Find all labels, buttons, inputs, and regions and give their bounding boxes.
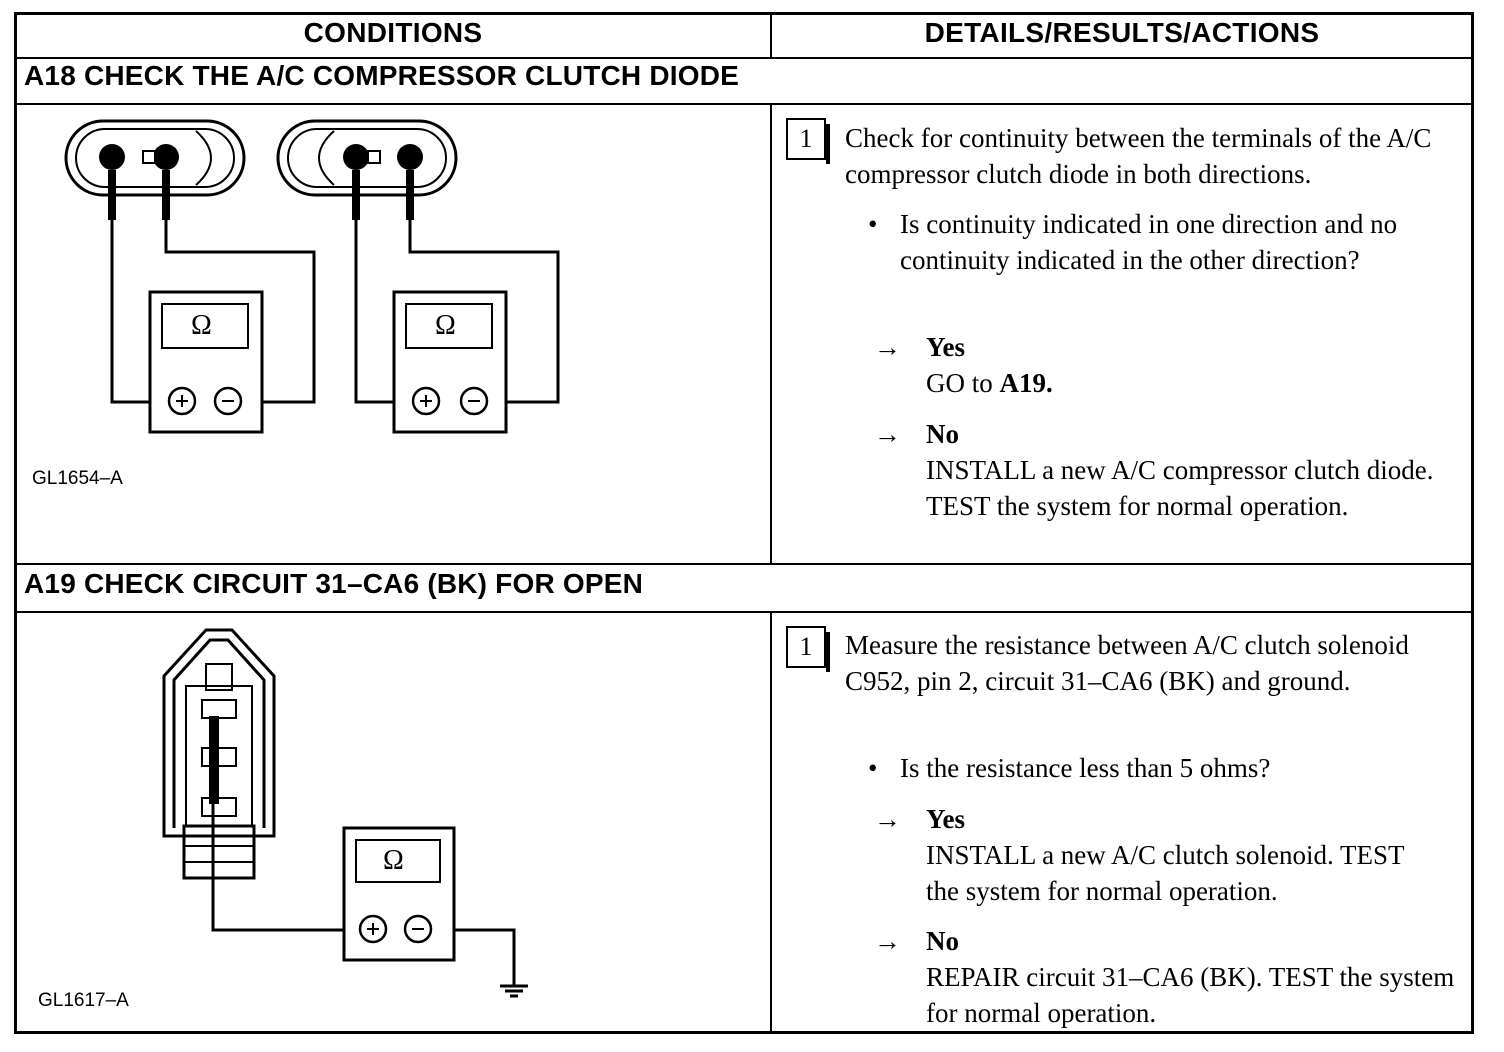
left-diode-connector-icon: [64, 119, 246, 197]
right-arrow-icon: →: [874, 332, 901, 362]
a18-no-action: INSTALL a new A/C compressor clutch diod…: [926, 455, 1434, 521]
a19-question: Is the resistance less than 5 ohms?: [900, 753, 1271, 783]
a19-yes-action: INSTALL a new A/C clutch solenoid. TEST …: [926, 840, 1405, 906]
table-frame: [14, 12, 1474, 1034]
a19-figure-caption: GL1617–A: [38, 990, 129, 1011]
right-ohmmeter-icon: [392, 290, 508, 434]
right-arrow-icon: →: [874, 804, 901, 834]
a18-title-divider: [14, 103, 1474, 105]
a19-ohm-symbol: Ω: [383, 845, 404, 876]
left-terminal-1-icon: [99, 144, 125, 170]
details-header: DETAILS/RESULTS/ACTIONS: [924, 17, 1320, 48]
a19-yes-label: Yes: [926, 804, 965, 834]
a19-column-divider: [770, 611, 772, 1034]
a18-step-number: 1: [786, 118, 830, 164]
a18-bottom-divider: [14, 563, 1474, 565]
right-diode-connector-icon: [276, 119, 458, 197]
a19-instruction: Measure the resistance between A/C clutc…: [845, 630, 1409, 696]
header-divider: [14, 57, 1474, 59]
ground-icon: [500, 984, 528, 998]
a18-yes-action: GO to A19.: [926, 365, 1053, 401]
left-ohmmeter-icon: [148, 290, 264, 434]
right-arrow-icon: →: [874, 419, 901, 449]
a18-section-title: A18 CHECK THE A/C COMPRESSOR CLUTCH DIOD…: [24, 60, 739, 91]
a19-section-title: A19 CHECK CIRCUIT 31–CA6 (BK) FOR OPEN: [24, 568, 644, 599]
right-terminal-2-icon: [397, 144, 423, 170]
a18-column-divider: [770, 103, 772, 564]
a18-yes-action-target: A19.: [999, 368, 1053, 398]
a18-no-label: No: [926, 419, 959, 449]
right-terminal-1-icon: [343, 144, 369, 170]
a19-no-label: No: [926, 926, 959, 956]
left-ohm-symbol: Ω: [191, 310, 212, 341]
a18-yes-label: Yes: [926, 332, 965, 362]
a19-step-number: 1: [786, 626, 830, 672]
a18-question: Is continuity indicated in one direction…: [900, 209, 1398, 275]
a19-title-divider: [14, 611, 1474, 613]
bullet-icon: •: [868, 753, 878, 783]
a18-figure-caption: GL1654–A: [32, 468, 123, 489]
bullet-icon: •: [868, 209, 878, 239]
a19-circuit-resistance-diagram: [162, 628, 528, 998]
right-arrow-icon: →: [874, 926, 901, 956]
a19-no-action: REPAIR circuit 31–CA6 (BK). TEST the sys…: [926, 962, 1455, 1028]
left-terminal-2-icon: [153, 144, 179, 170]
right-ohm-symbol: Ω: [435, 310, 456, 341]
a18-yes-action-prefix: GO to: [926, 368, 1000, 398]
conditions-header: CONDITIONS: [303, 17, 483, 48]
a19-ohmmeter-icon: [342, 826, 456, 962]
header-column-divider: [770, 12, 772, 58]
a18-diode-continuity-diagram: [64, 119, 560, 434]
a18-instruction: Check for continuity between the termina…: [845, 123, 1432, 189]
